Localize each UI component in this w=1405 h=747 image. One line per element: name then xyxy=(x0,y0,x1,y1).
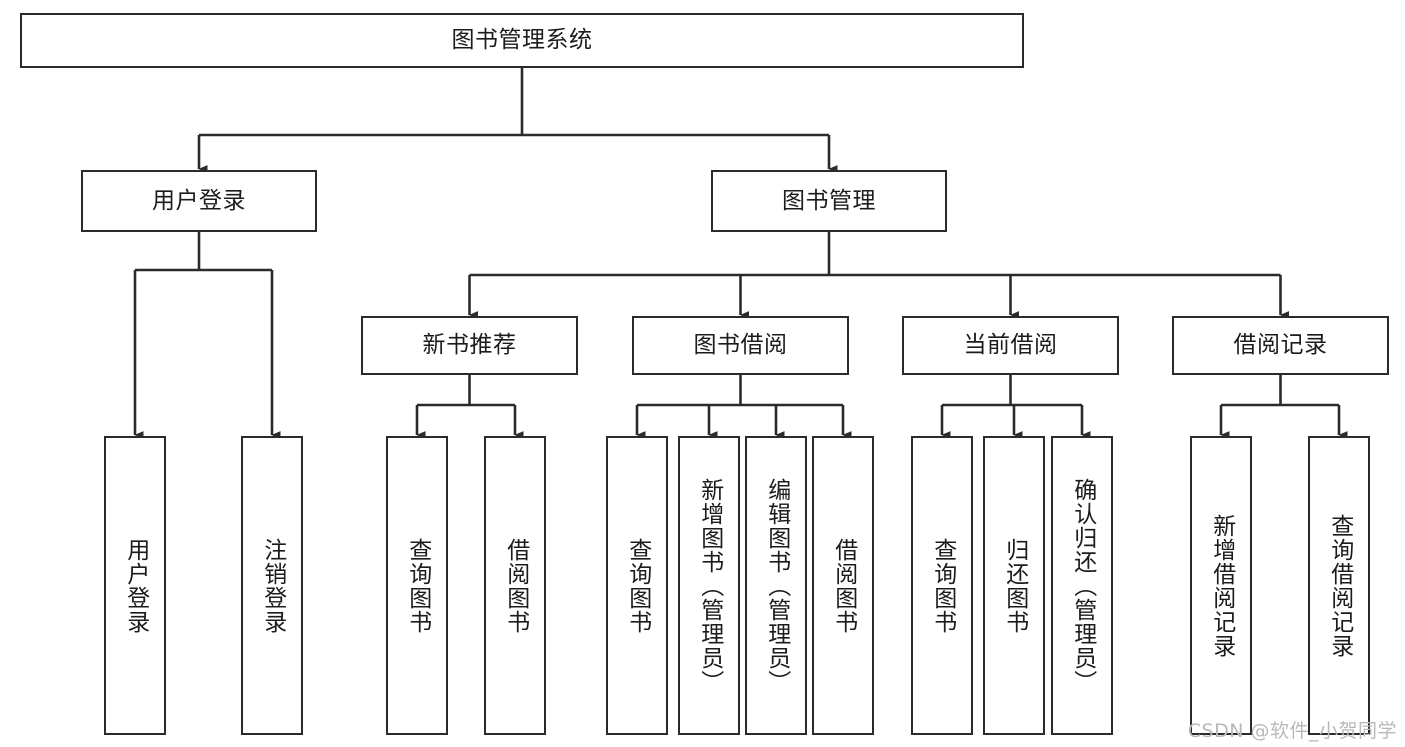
node-leaf-return-book[interactable]: 归还图书 xyxy=(983,436,1045,735)
node-label: 图书管理 xyxy=(782,187,876,214)
node-leaf-query-book[interactable]: 查询图书 xyxy=(606,436,668,735)
node-leaf-edit-book-admin[interactable]: 编辑图书（管理员） xyxy=(745,436,807,735)
node-book-borrow[interactable]: 图书借阅 xyxy=(632,316,849,375)
node-label: 新增图书（管理员） xyxy=(696,477,723,694)
node-label: 当前借阅 xyxy=(963,332,1058,359)
node-user-login[interactable]: 用户登录 xyxy=(81,170,317,232)
node-label: 图书管理系统 xyxy=(451,27,593,54)
node-leaf-borrow-book[interactable]: 借阅图书 xyxy=(812,436,874,735)
node-label: 借阅图书 xyxy=(502,537,529,634)
node-leaf-user-logout[interactable]: 注销登录 xyxy=(241,436,303,735)
node-label: 新增借阅记录 xyxy=(1208,513,1235,658)
node-label: 借阅图书 xyxy=(830,537,857,634)
node-leaf-add-book-admin[interactable]: 新增图书（管理员） xyxy=(678,436,740,735)
node-label: 注销登录 xyxy=(259,537,286,634)
node-book-manage[interactable]: 图书管理 xyxy=(711,170,947,232)
node-borrow-record[interactable]: 借阅记录 xyxy=(1172,316,1389,375)
node-label: 查询借阅记录 xyxy=(1326,513,1353,658)
node-leaf-add-record[interactable]: 新增借阅记录 xyxy=(1190,436,1252,735)
node-label: 用户登录 xyxy=(122,537,149,634)
node-leaf-confirm-return-admin[interactable]: 确认归还（管理员） xyxy=(1051,436,1113,735)
node-label: 归还图书 xyxy=(1001,537,1028,634)
node-leaf-query-book-cur[interactable]: 查询图书 xyxy=(911,436,973,735)
node-label: 查询图书 xyxy=(929,537,956,634)
node-label: 确认归还（管理员） xyxy=(1069,477,1096,694)
node-root[interactable]: 图书管理系统 xyxy=(20,13,1024,68)
node-leaf-query-book-rec[interactable]: 查询图书 xyxy=(386,436,448,735)
node-label: 编辑图书（管理员） xyxy=(763,477,790,694)
node-leaf-user-login[interactable]: 用户登录 xyxy=(104,436,166,735)
node-label: 查询图书 xyxy=(404,537,431,634)
node-label: 用户登录 xyxy=(152,187,246,214)
node-leaf-borrow-book-rec[interactable]: 借阅图书 xyxy=(484,436,546,735)
node-leaf-query-record[interactable]: 查询借阅记录 xyxy=(1308,436,1370,735)
node-label: 借阅记录 xyxy=(1233,332,1328,359)
node-new-book-rec[interactable]: 新书推荐 xyxy=(361,316,578,375)
node-label: 新书推荐 xyxy=(422,332,517,359)
node-label: 查询图书 xyxy=(624,537,651,634)
node-current-borrow[interactable]: 当前借阅 xyxy=(902,316,1119,375)
node-label: 图书借阅 xyxy=(693,332,788,359)
